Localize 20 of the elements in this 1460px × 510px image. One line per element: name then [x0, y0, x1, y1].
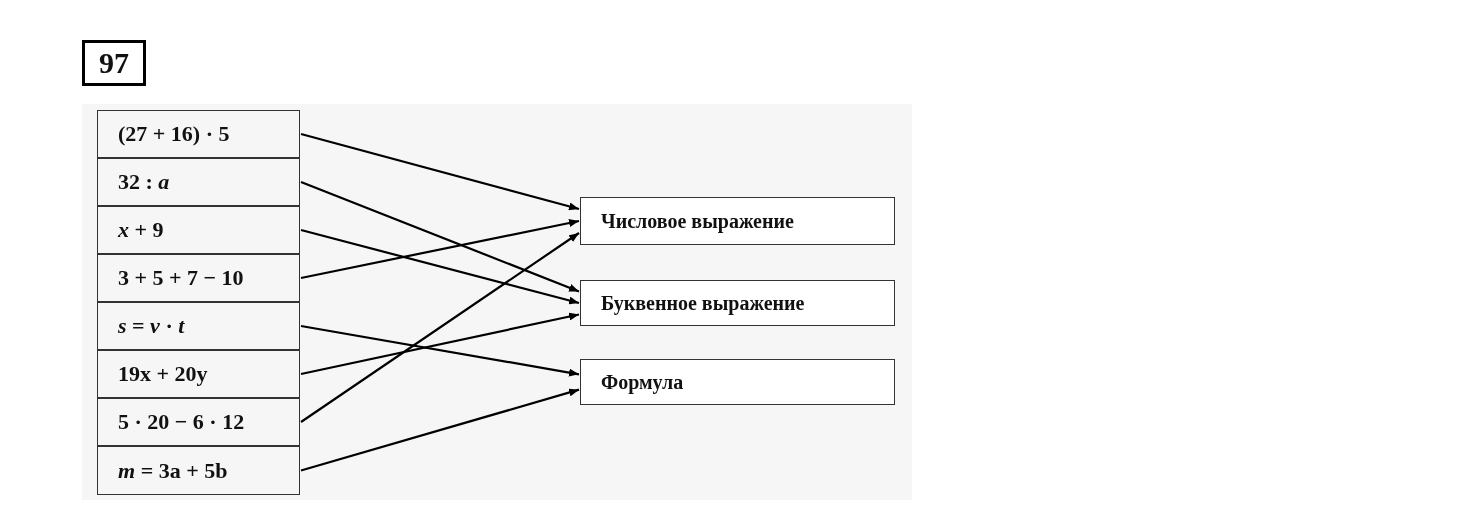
arrow — [300, 219, 580, 280]
expression-cell: m = 3a + 5b — [97, 446, 300, 495]
arrow — [300, 388, 580, 472]
expression-cell: s = v · t — [97, 302, 300, 350]
expression-cell: 19x + 20y — [97, 350, 300, 398]
arrow — [300, 312, 580, 376]
arrow — [300, 232, 580, 423]
task-number: 97 — [82, 40, 146, 86]
expression-cell: (27 + 16) · 5 — [97, 110, 300, 158]
category-box: Числовое выражение — [580, 197, 895, 245]
arrow — [300, 228, 580, 305]
arrow — [300, 324, 580, 377]
category-box: Буквенное выражение — [580, 280, 895, 326]
category-box: Формула — [580, 359, 895, 405]
expression-cell: 3 + 5 + 7 − 10 — [97, 254, 300, 302]
arrow — [300, 132, 580, 211]
expression-cell: x + 9 — [97, 206, 300, 254]
expression-cell: 32 : a — [97, 158, 300, 206]
arrow — [300, 180, 580, 293]
expression-cell: 5 · 20 − 6 · 12 — [97, 398, 300, 446]
